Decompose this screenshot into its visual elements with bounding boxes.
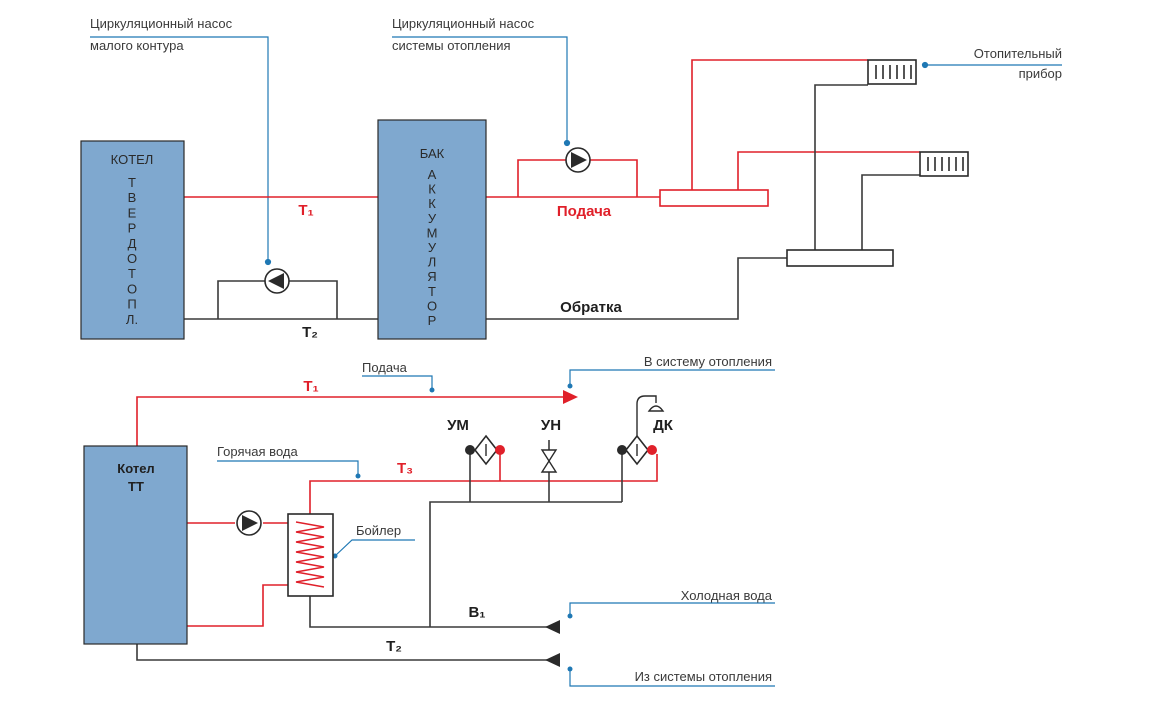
leader-small-pump (90, 36, 269, 262)
top-supply-pipes (184, 59, 920, 198)
leader-radiator-dot (921, 61, 929, 69)
supply-manifold (659, 189, 769, 207)
boiler-pump-icon (236, 510, 262, 536)
bottom-b1-label: В₁ (468, 604, 485, 621)
bottom-callout-leaders (217, 369, 775, 687)
valve-um-label: УМ (447, 417, 469, 434)
valve-dk-label: ДК (653, 417, 674, 434)
return-label: Обратка (560, 299, 622, 316)
callout-heating-pump-line1: Циркуляционный насос (392, 16, 535, 31)
boiler-title: КОТЕЛ (111, 152, 154, 167)
boiler-tt-line2: ТТ (128, 479, 144, 494)
top-callout-leaders (90, 36, 1062, 266)
top-return-pipes (184, 84, 920, 320)
radiator-lower-icon (919, 151, 969, 177)
heating-pump-icon (565, 147, 591, 173)
bottom-return-pipes (136, 440, 623, 661)
bottom-t3-label: Т₃ (397, 460, 413, 477)
callout-small-pump-line2: малого контура (90, 38, 184, 53)
tank-label-letter: К (428, 196, 436, 211)
valve-un-label: УН (541, 417, 561, 434)
tank-title: БАК (420, 146, 445, 161)
valve-um-icon (465, 434, 505, 466)
top-scheme: Циркуляционный насос малого контура Цирк… (80, 16, 1062, 341)
small-circuit-pump-icon (264, 268, 290, 294)
tank-label-letter: К (428, 182, 436, 197)
leader-heating-pump-dot (563, 139, 571, 147)
tank-label-letter: Л (428, 255, 437, 270)
valve-un-icon (540, 449, 558, 473)
storage-tank (377, 119, 487, 340)
callout-radiator-line2: прибор (1019, 66, 1062, 81)
solid-fuel-boiler-tt (83, 445, 188, 645)
callout-radiator-line1: Отопительный (974, 46, 1062, 61)
callout-small-pump-line1: Циркуляционный насос (90, 16, 233, 31)
cold-water-callout: Холодная вода (681, 588, 773, 603)
callout-heating-pump-line2: системы отопления (392, 38, 511, 53)
tank-label-letter: М (427, 225, 438, 240)
boiler-tank-callout: Бойлер (356, 523, 401, 538)
leader-heating-pump (392, 36, 568, 143)
bottom-t2-label: Т₂ (386, 638, 402, 655)
boiler-label-letter: П (127, 297, 136, 312)
boiler-label-letter: О (127, 251, 137, 266)
valve-dk-icon (617, 395, 657, 466)
from-heating-callout: Из системы отопления (635, 669, 772, 684)
water-heater-icon (287, 513, 334, 597)
tank-label-letter: О (427, 298, 437, 313)
boiler-label-letter: Е (128, 205, 137, 220)
radiator-upper-icon (867, 59, 917, 85)
hot-water-callout: Горячая вода (217, 444, 298, 459)
top-t2-label: Т₂ (302, 324, 318, 341)
tank-label-letter: Р (428, 313, 437, 328)
top-t1-label: Т₁ (298, 202, 313, 219)
solid-fuel-boiler (80, 140, 185, 340)
boiler-label-letter: Т (128, 175, 136, 190)
bottom-supply-callout: Подача (362, 360, 408, 375)
boiler-label-letter: Т (128, 266, 136, 281)
tank-label-letter: У (428, 240, 437, 255)
cold-water-inlet-arrow (545, 620, 560, 634)
tank-label-letter: Т (428, 284, 436, 299)
boiler-label-letter: Л. (126, 312, 138, 327)
boiler-tt-line1: Котел (117, 461, 154, 476)
boiler-label-letter: О (127, 281, 137, 296)
tank-label-letter: У (428, 211, 437, 226)
bottom-scheme: Подача В систему отопления Горячая вода … (83, 354, 775, 687)
shower-head-icon (647, 405, 665, 412)
supply-label: Подача (557, 203, 612, 220)
bottom-callout-dots (332, 383, 573, 672)
boiler-label-letter: Д (128, 236, 137, 251)
return-manifold (786, 249, 894, 267)
boiler-label-letter: В (128, 190, 137, 205)
to-heating-arrow (563, 390, 578, 404)
boiler-label-letter: Р (128, 221, 137, 236)
tank-label-letter: Я (427, 269, 436, 284)
heating-return-arrow (545, 653, 560, 667)
leader-small-pump-dot (264, 258, 272, 266)
tank-label-letter: А (428, 167, 437, 182)
bottom-supply-pipes (136, 396, 658, 627)
bottom-t1-label: Т₁ (303, 378, 318, 395)
to-heating-callout: В систему отопления (644, 354, 772, 369)
